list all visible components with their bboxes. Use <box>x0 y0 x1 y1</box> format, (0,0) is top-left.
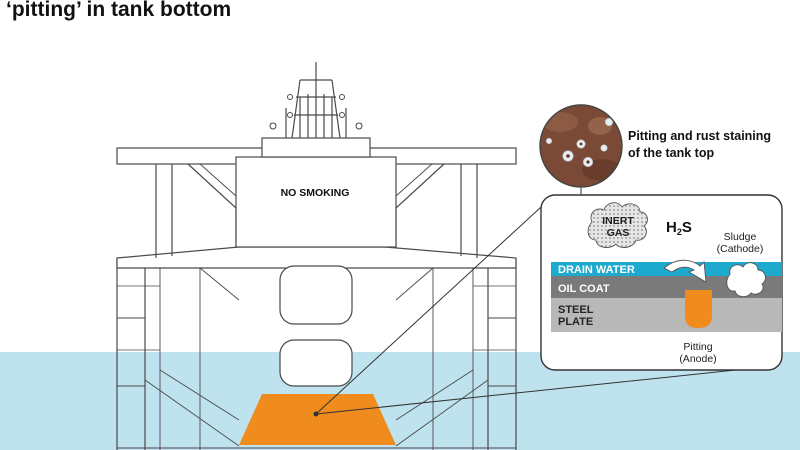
steel-plate-layer <box>551 298 782 332</box>
sludge-label-line1: Sludge <box>724 231 757 243</box>
inert-gas-cloud: INERT GAS <box>587 202 648 248</box>
ship-superstructure <box>116 137 517 387</box>
sludge-cloud <box>726 262 766 298</box>
h2s-label: H2S <box>666 219 692 237</box>
detail-panel: INERT GAS H2S Sludge (Cathode) DRAIN WAT… <box>540 194 783 371</box>
callout-line-top <box>315 195 554 415</box>
oil-coat-label: OIL COAT <box>558 283 610 295</box>
steel-plate-label-line1: STEEL <box>558 304 594 316</box>
photo-caption-line1: Pitting and rust staining <box>628 129 771 143</box>
tank-bottom-highlight <box>239 394 396 445</box>
pitting-label-line2: (Anode) <box>679 353 716 365</box>
oil-coat-layer <box>551 276 782 298</box>
sludge-label-line2: (Cathode) <box>717 243 764 255</box>
drain-water-label: DRAIN WATER <box>558 264 635 276</box>
h2s-tail: S <box>682 219 692 236</box>
ship-mast <box>270 62 362 139</box>
inert-gas-line2: GAS <box>607 227 630 239</box>
ship-hull <box>116 246 517 450</box>
no-smoking-sign: NO SMOKING <box>281 187 350 199</box>
pitting-photo <box>539 104 623 188</box>
inert-gas-line1: INERT <box>602 215 634 227</box>
mast-lights <box>269 94 363 130</box>
h2s-sub: 2 <box>677 227 682 237</box>
h2s-base: H <box>666 219 677 236</box>
pitting-anode <box>685 290 712 328</box>
photo-caption-line2: of the tank top <box>628 146 714 160</box>
steel-plate-label-line2: PLATE <box>558 316 593 328</box>
callout-line-bottom <box>315 365 775 415</box>
diagram-title: ‘pitting’ in tank bottom <box>6 0 232 21</box>
flow-arrow <box>663 259 707 283</box>
pitting-label-line1: Pitting <box>683 341 712 353</box>
